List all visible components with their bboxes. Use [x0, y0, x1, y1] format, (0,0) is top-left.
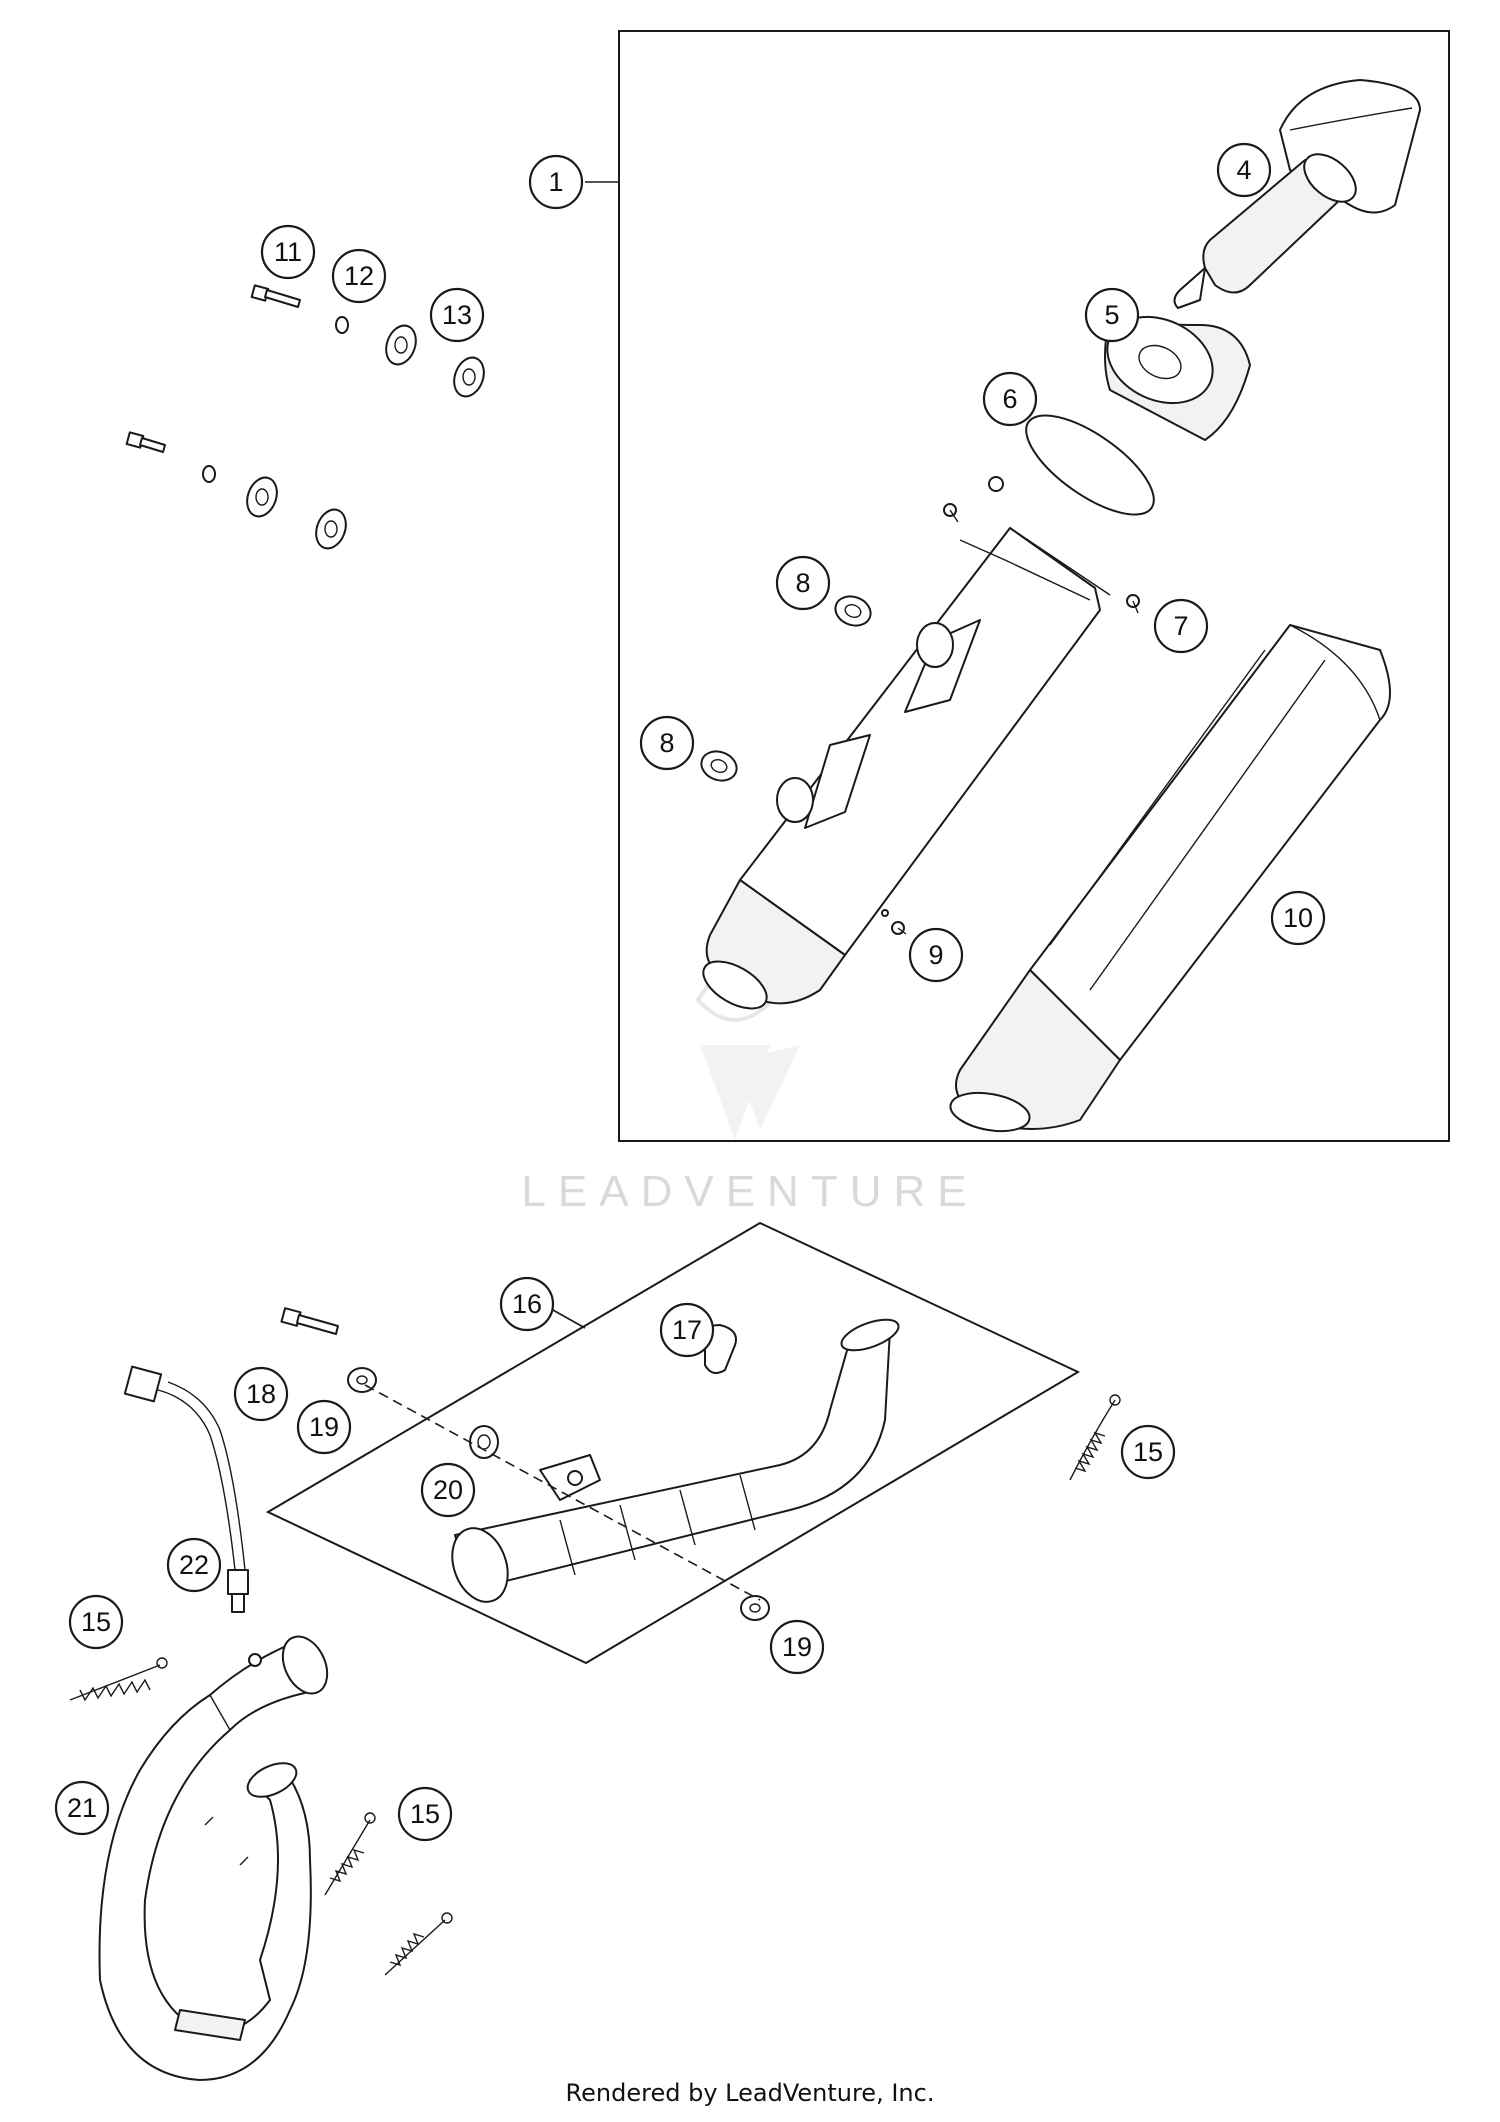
callout-4[interactable]: 4 [1216, 142, 1272, 198]
part-22-sensor[interactable] [123, 1365, 249, 1613]
callout-6[interactable]: 6 [982, 371, 1038, 427]
svg-text:20: 20 [433, 1475, 463, 1505]
part-15-spring-lower-a[interactable] [324, 1812, 376, 1896]
svg-text:15: 15 [410, 1799, 440, 1829]
svg-text:5: 5 [1104, 300, 1119, 330]
watermark-text: LEADVENTURE [521, 1167, 978, 1216]
callout-18[interactable]: 18 [233, 1366, 289, 1422]
svg-text:9: 9 [928, 940, 943, 970]
svg-text:16: 16 [512, 1289, 542, 1319]
svg-text:22: 22 [179, 1550, 209, 1580]
svg-text:8: 8 [659, 728, 674, 758]
part-16-middle-pipe[interactable] [443, 1313, 903, 1609]
muffler-body[interactable] [696, 527, 1111, 1018]
callout-21[interactable]: 21 [54, 1780, 110, 1836]
svg-text:8: 8 [795, 568, 810, 598]
part-9-screw[interactable] [891, 921, 907, 935]
part-8-grommet-lower[interactable] [697, 747, 740, 786]
callout-15-left[interactable]: 15 [68, 1594, 124, 1650]
part-18-bolt[interactable] [280, 1307, 339, 1335]
muffler-assembly-box [618, 30, 1450, 1142]
callout-12[interactable]: 12 [331, 248, 387, 304]
callout-19-lower[interactable]: 19 [769, 1619, 825, 1675]
callout-9[interactable]: 9 [908, 927, 964, 983]
callout-15-right[interactable]: 15 [1120, 1424, 1176, 1480]
svg-text:6: 6 [1002, 384, 1017, 414]
callout-20[interactable]: 20 [420, 1462, 476, 1518]
part-4-end-cap[interactable] [1173, 79, 1421, 309]
svg-text:10: 10 [1283, 903, 1313, 933]
part-10-muffler-sleeve[interactable] [947, 624, 1391, 1137]
part-5-cone[interactable] [1093, 301, 1251, 441]
callout-17[interactable]: 17 [659, 1302, 715, 1358]
footer-credit: Rendered by LeadVenture, Inc. [566, 2079, 935, 2107]
svg-text:17: 17 [672, 1315, 702, 1345]
svg-text:18: 18 [246, 1379, 276, 1409]
part-12-washer[interactable] [202, 316, 349, 483]
callout-1[interactable]: 1 [528, 154, 584, 210]
svg-text:21: 21 [67, 1793, 97, 1823]
part-8-grommet-upper[interactable] [831, 592, 874, 631]
part-15-spring-left[interactable] [69, 1657, 168, 1702]
callout-13[interactable]: 13 [429, 287, 485, 343]
part-11-bolt[interactable] [125, 284, 301, 453]
callout-7[interactable]: 7 [1153, 598, 1209, 654]
callout-15-lower[interactable]: 15 [397, 1786, 453, 1842]
callout-11[interactable]: 11 [260, 224, 316, 280]
part-13-bushing[interactable] [242, 321, 489, 552]
callout-16[interactable]: 16 [499, 1276, 555, 1332]
svg-text:7: 7 [1173, 611, 1188, 641]
callout-19-upper[interactable]: 19 [296, 1399, 352, 1455]
svg-text:19: 19 [309, 1412, 339, 1442]
svg-text:15: 15 [1133, 1437, 1163, 1467]
svg-text:11: 11 [274, 237, 302, 267]
header-section-box [265, 1221, 1081, 1665]
top-screws [943, 476, 1004, 523]
callout-22[interactable]: 22 [166, 1537, 222, 1593]
callout-8-upper[interactable]: 8 [775, 555, 831, 611]
svg-text:15: 15 [81, 1607, 111, 1637]
part-15-spring-lower-b[interactable] [384, 1912, 453, 1976]
callout-5[interactable]: 5 [1084, 287, 1140, 343]
svg-text:19: 19 [782, 1632, 812, 1662]
part-20-grommet[interactable] [469, 1425, 499, 1459]
callout-10[interactable]: 10 [1270, 890, 1326, 946]
part-19-washer-upper[interactable] [347, 1367, 377, 1393]
svg-text:13: 13 [442, 300, 472, 330]
part-6-gasket[interactable] [1011, 397, 1168, 532]
callout-8-lower[interactable]: 8 [639, 715, 695, 771]
assembly-centerline [364, 1384, 761, 1601]
part-7-screw[interactable] [1126, 594, 1140, 614]
svg-text:12: 12 [344, 261, 374, 291]
part-19-washer-lower[interactable] [740, 1595, 770, 1621]
svg-text:1: 1 [548, 167, 563, 197]
svg-text:4: 4 [1236, 155, 1251, 185]
part-15-spring-right[interactable] [1069, 1394, 1121, 1481]
part-21-header-pipe[interactable] [98, 1629, 336, 2081]
